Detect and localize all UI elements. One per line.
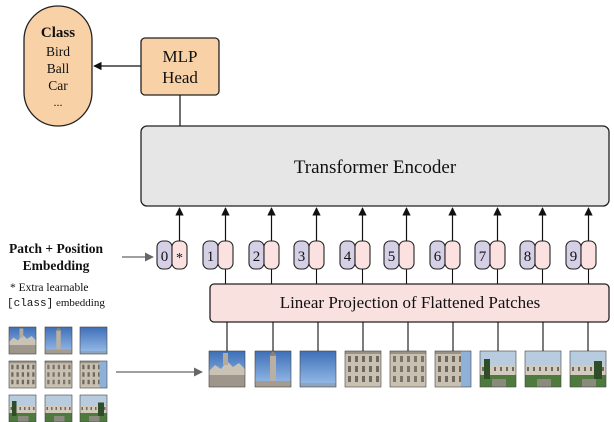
position-label-5: 5 xyxy=(388,249,396,265)
grid-patch-7 xyxy=(8,394,37,422)
token-1: 1 xyxy=(202,207,234,284)
class-item-car: Car xyxy=(48,78,68,93)
patch-embedding-5 xyxy=(398,240,415,270)
footnote-line2: [class] embedding xyxy=(7,297,105,310)
token-4: 4 xyxy=(339,207,371,284)
class-item-ellipsis: ... xyxy=(54,95,63,109)
source-image-grid xyxy=(8,326,108,422)
grid-patch-8 xyxy=(44,394,73,422)
token-8: 8 xyxy=(519,207,551,284)
encoder-label: Transformer Encoder xyxy=(294,157,457,178)
projection-label: Linear Projection of Flattened Patches xyxy=(280,293,541,312)
grid-patch-4 xyxy=(8,360,37,389)
patch-embedding-7 xyxy=(489,240,506,270)
row-patch-6 xyxy=(434,350,472,388)
row-patch-4 xyxy=(344,350,382,388)
footnote-class-code: [class] xyxy=(7,298,53,310)
class-title: Class xyxy=(41,25,75,41)
patch-embedding-3 xyxy=(308,240,325,270)
flattened-patch-row xyxy=(208,322,607,388)
class-item-ball: Ball xyxy=(47,61,70,76)
row-patch-8 xyxy=(524,350,562,388)
grid-patch-1 xyxy=(8,326,37,355)
row-patch-9 xyxy=(569,350,607,388)
grid-patch-5 xyxy=(44,360,73,389)
token-5: 5 xyxy=(383,207,415,284)
position-label-8: 8 xyxy=(524,249,532,265)
embedding-label-line2: Embedding xyxy=(23,258,90,273)
position-label-9: 9 xyxy=(570,249,578,265)
row-patch-7 xyxy=(479,350,517,388)
patch-embedding-8 xyxy=(534,240,551,270)
position-label-1: 1 xyxy=(207,249,215,265)
position-label-7: 7 xyxy=(479,249,487,265)
token-2: 2 xyxy=(248,207,280,284)
footnote-line1: * Extra learnable xyxy=(10,282,89,294)
embedding-label-line1: Patch + Position xyxy=(9,241,103,256)
transformer-encoder-box: Transformer Encoder xyxy=(140,125,610,207)
patch-embedding-6 xyxy=(444,240,461,270)
mlp-head-line2: Head xyxy=(162,68,198,87)
patch-embedding-4 xyxy=(354,240,371,270)
grid-patch-6 xyxy=(79,360,108,389)
grid-patch-9 xyxy=(79,394,108,422)
row-patch-5 xyxy=(389,350,427,388)
position-label-6: 6 xyxy=(434,249,442,265)
row-patch-2 xyxy=(254,350,292,388)
linear-projection-box: Linear Projection of Flattened Patches xyxy=(209,283,610,323)
token-0: 0* xyxy=(156,207,188,270)
class-item-bird: Bird xyxy=(46,44,70,59)
token-9: 9 xyxy=(565,207,597,284)
position-label-3: 3 xyxy=(298,249,306,265)
footnote-embedding-text: embedding xyxy=(53,297,105,309)
position-label-0: 0 xyxy=(161,249,169,265)
mlp-head-line1: MLP xyxy=(163,47,198,66)
patch-embedding-9 xyxy=(580,240,597,270)
row-patch-1 xyxy=(208,350,246,388)
position-label-2: 2 xyxy=(253,249,261,265)
class-output-box: Class Bird Ball Car ... xyxy=(23,5,93,127)
mlp-head-box: MLP Head xyxy=(140,37,220,96)
position-label-4: 4 xyxy=(344,249,352,265)
grid-patch-3 xyxy=(79,326,108,355)
patch-embedding-2 xyxy=(263,240,280,270)
token-7: 7 xyxy=(474,207,506,284)
class-token-marker: * xyxy=(176,251,183,266)
token-6: 6 xyxy=(429,207,461,284)
row-patch-3 xyxy=(299,350,337,388)
grid-patch-2 xyxy=(44,326,73,355)
token-3: 3 xyxy=(293,207,325,284)
patch-embedding-1 xyxy=(217,240,234,270)
